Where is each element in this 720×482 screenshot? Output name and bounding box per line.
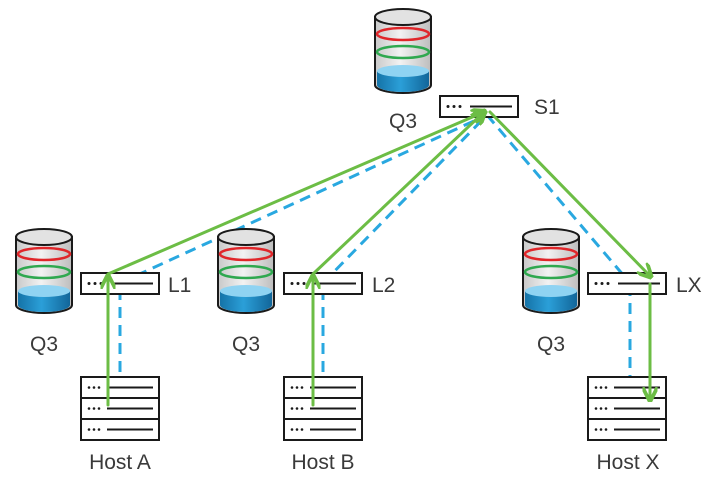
server-rack-icon-host-b bbox=[283, 376, 363, 441]
queue-icon-l2 bbox=[216, 227, 276, 315]
leaf-label-l1: L1 bbox=[168, 274, 191, 297]
blue-path-l1-to-s1 bbox=[119, 113, 488, 285]
queue-label-s1: Q3 bbox=[389, 110, 417, 133]
host-label-x: Host X bbox=[596, 451, 659, 474]
spine-label-s1: S1 bbox=[534, 96, 560, 119]
green-paths bbox=[106, 110, 650, 407]
green-path-s1-to-lx bbox=[488, 110, 650, 276]
server-rack-icon-host-x bbox=[587, 376, 667, 441]
queue-icon-lx bbox=[521, 227, 581, 315]
leaf-label-l2: L2 bbox=[372, 274, 395, 297]
leaf-label-lx: LX bbox=[676, 274, 702, 297]
green-path-l2-to-s1 bbox=[311, 112, 484, 276]
green-path-l1-to-s1 bbox=[106, 112, 484, 276]
blue-path-l2-to-s1 bbox=[321, 113, 489, 285]
queue-label-l1: Q3 bbox=[30, 333, 58, 356]
host-label-a: Host A bbox=[89, 451, 151, 474]
switch-icon-lx bbox=[587, 272, 667, 295]
blue-dashed-paths bbox=[118, 113, 632, 390]
switch-icon-l1 bbox=[80, 272, 160, 295]
server-rack-icon-host-a bbox=[80, 376, 160, 441]
queue-label-l2: Q3 bbox=[232, 333, 260, 356]
switch-icon-l2 bbox=[283, 272, 363, 295]
queue-icon-l1 bbox=[14, 227, 74, 315]
blue-path-s1-to-lx bbox=[485, 114, 632, 284]
queue-label-lx: Q3 bbox=[537, 333, 565, 356]
queue-icon-s1 bbox=[373, 7, 433, 95]
host-label-b: Host B bbox=[291, 451, 354, 474]
